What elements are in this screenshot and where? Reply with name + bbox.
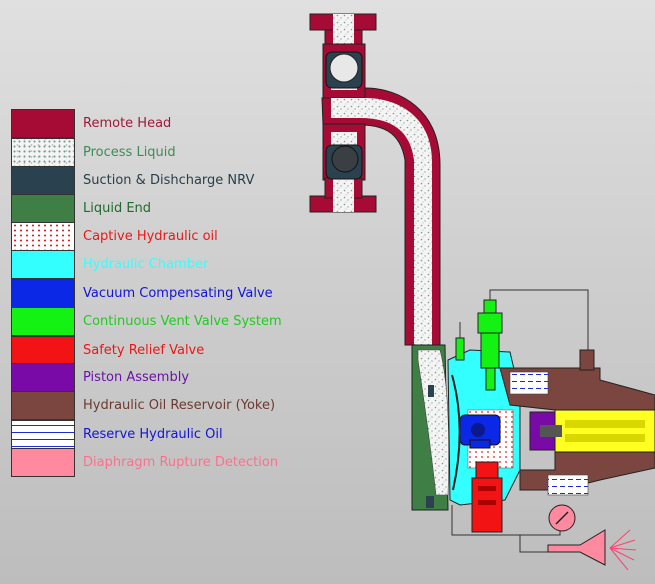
legend-swatch: [11, 420, 75, 449]
legend-label: Liquid End: [83, 201, 152, 216]
legend-swatch: [11, 448, 75, 477]
vacuum-compensating-valve: [459, 414, 501, 449]
diaphragm-rupture-detection: [451, 504, 637, 571]
legend-label: Process Liquid: [83, 145, 176, 160]
safety-relief-valve: [471, 461, 503, 533]
legend-swatch: [11, 391, 75, 420]
legend-label: Suction & Dishcharge NRV: [83, 173, 255, 188]
legend-label: Diaphragm Rupture Detection: [83, 455, 279, 470]
legend-swatch: [11, 222, 75, 251]
suction-discharge-nrv: [325, 51, 363, 180]
legend-swatch: [11, 109, 75, 138]
legend-swatch: [11, 166, 75, 195]
legend-swatch: [11, 336, 75, 365]
legend-swatch: [11, 250, 75, 279]
legend-label: Vacuum Compensating Valve: [83, 286, 273, 301]
legend-label: Piston Assembly: [83, 370, 190, 385]
legend-swatch: [11, 279, 75, 308]
legend-swatch: [11, 194, 75, 223]
liquid-end: [411, 344, 450, 511]
legend-swatch: [11, 138, 75, 167]
legend-label: Safety Relief Valve: [83, 343, 205, 358]
legend-label: Reserve Hydraulic Oil: [83, 427, 223, 442]
legend-label: Continuous Vent Valve System: [83, 314, 282, 329]
piston-assembly: [529, 409, 655, 453]
legend-label: Hydraulic Chamber: [83, 257, 209, 272]
legend-label: Remote Head: [83, 116, 172, 131]
legend-label: Hydraulic Oil Reservoir (Yoke): [83, 398, 276, 413]
legend-swatch: [11, 307, 75, 336]
legend-label: Captive Hydraulic oil: [83, 229, 218, 244]
legend-swatch: [11, 363, 75, 392]
continuous-vent-valve: [455, 289, 589, 391]
